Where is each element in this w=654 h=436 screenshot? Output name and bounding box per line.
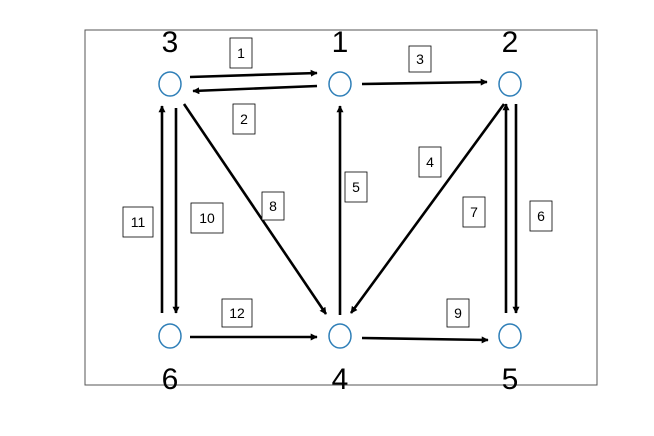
- edge-label-9: 9: [446, 298, 470, 328]
- node-label: 3: [162, 26, 179, 59]
- edge-label-text: 12: [229, 305, 245, 321]
- edge-label-7: 7: [462, 196, 486, 228]
- node-circle: [498, 323, 522, 349]
- node-1: 1: [328, 26, 352, 97]
- edge-label-6: 6: [529, 200, 553, 232]
- edge-label-box: [529, 200, 553, 232]
- node-label: 2: [502, 26, 519, 59]
- node-label: 1: [332, 26, 349, 59]
- edge-9-arrow: [361, 336, 489, 344]
- edge-label-text: 7: [470, 204, 478, 220]
- edge-label-12: 12: [221, 298, 253, 328]
- edges-layer: [158, 69, 520, 344]
- edge-label-11: 11: [122, 206, 154, 238]
- edge-label-box: [408, 45, 432, 73]
- edge-label-text: 3: [416, 51, 424, 67]
- edge-label-3: 3: [408, 45, 432, 73]
- edge-label-box: [261, 191, 285, 221]
- node-circle: [158, 323, 182, 349]
- node-5: 5: [498, 323, 522, 396]
- edge-8-arrow: [182, 103, 328, 315]
- node-2: 2: [498, 26, 522, 97]
- edge-4-arrow: [349, 103, 506, 314]
- node-circle: [498, 71, 522, 97]
- edge-3-arrow: [361, 78, 488, 86]
- edge-label-box: [462, 196, 486, 228]
- node-circle: [328, 71, 352, 97]
- edge-label-text: 4: [426, 154, 434, 170]
- diagram-frame: [84, 29, 598, 386]
- edge-label-box: [122, 206, 154, 238]
- edge-label-box: [344, 171, 368, 203]
- edge-label-text: 10: [199, 210, 215, 226]
- node-label: 6: [162, 363, 179, 396]
- edge-1-arrow: [189, 69, 318, 79]
- node-3: 3: [158, 26, 182, 97]
- edge-label-text: 5: [352, 179, 360, 195]
- edge-label-1: 1: [229, 37, 253, 69]
- edge-label-box: [418, 146, 442, 178]
- node-circle: [328, 323, 352, 349]
- edge-label-5: 5: [344, 171, 368, 203]
- edge-label-4: 4: [418, 146, 442, 178]
- edge-label-8: 8: [261, 191, 285, 221]
- node-label: 4: [332, 363, 349, 396]
- edge-label-box: [221, 298, 253, 328]
- edge-label-text: 9: [454, 305, 462, 321]
- edge-label-text: 2: [240, 111, 248, 127]
- edge-label-box: [190, 202, 224, 234]
- edge-label-10: 10: [190, 202, 224, 234]
- edge-label-box: [446, 298, 470, 328]
- edge-label-text: 11: [131, 214, 146, 230]
- edge-label-text: 8: [269, 198, 277, 214]
- node-circle: [158, 71, 182, 97]
- node-4: 4: [328, 323, 352, 396]
- edge-2-arrow: [192, 84, 318, 95]
- edge-label-text: 6: [537, 208, 545, 224]
- node-label: 5: [502, 363, 519, 396]
- edge-label-2: 2: [232, 103, 256, 135]
- node-6: 6: [158, 323, 182, 396]
- edge-label-box: [232, 103, 256, 135]
- edge-label-box: [229, 37, 253, 69]
- edge-label-text: 1: [237, 45, 245, 61]
